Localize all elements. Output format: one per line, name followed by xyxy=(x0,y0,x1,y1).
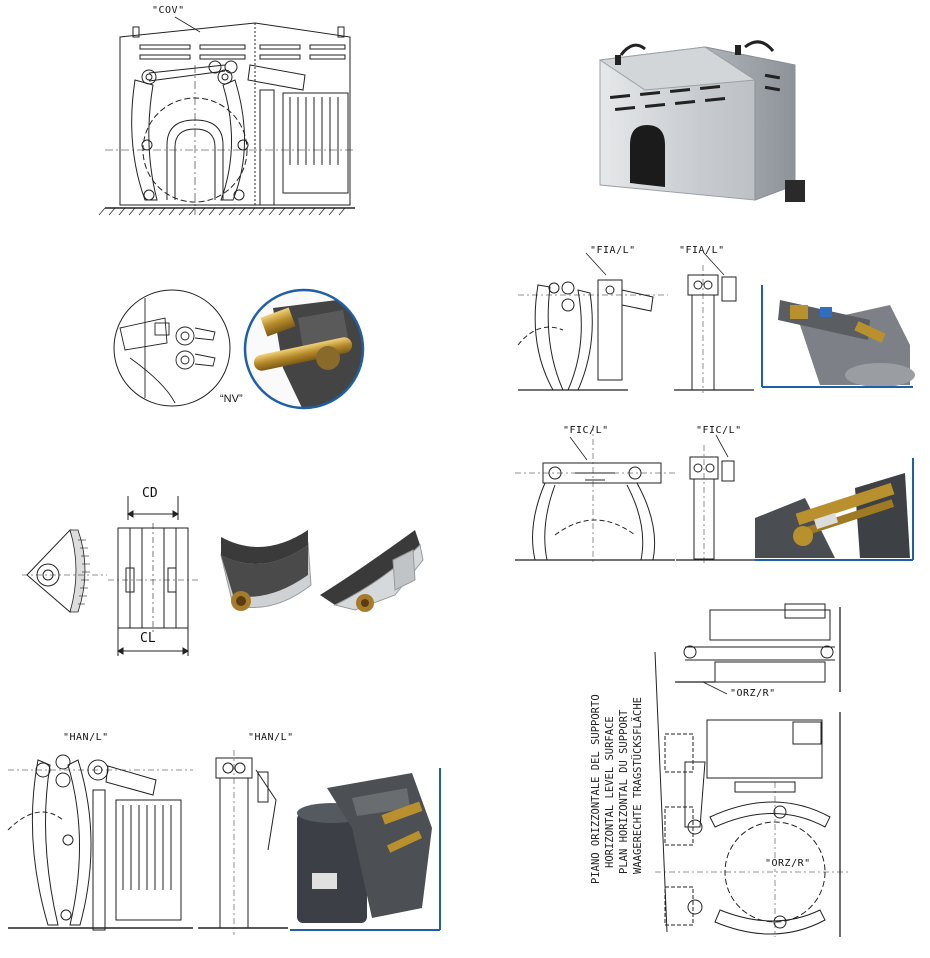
nv-detail-photo xyxy=(243,288,365,410)
fic-side-svg xyxy=(676,434,756,563)
label-fia-right: "FIA/L" xyxy=(679,245,725,256)
nv-detail-drawing xyxy=(105,288,240,408)
fic-photo-svg xyxy=(755,458,914,561)
fia-drawing-side: "FIA/L" xyxy=(674,245,754,395)
han-photo-svg xyxy=(290,768,441,931)
label-han-left: "HAN/L" xyxy=(63,732,109,743)
orz-drawing: "ORZ/R" "ORZ/R" xyxy=(654,602,850,942)
cov-photo-svg xyxy=(598,40,805,202)
cov-cover-drawing: "COV" xyxy=(98,5,355,225)
label-cl: CL xyxy=(140,631,156,646)
surface-text-line-3: PLAN HORIZONTAL DU SUPPORT xyxy=(618,709,630,874)
label-han-right: "HAN/L" xyxy=(248,732,294,743)
label-fic-left: "FIC/L" xyxy=(563,425,609,436)
label-nv: “NV” xyxy=(220,393,243,405)
fia-front-svg xyxy=(517,252,668,391)
shoe-front-svg xyxy=(22,529,107,613)
han-photo xyxy=(290,768,442,933)
nv-photo-svg xyxy=(243,288,365,410)
shoe-side-svg xyxy=(108,496,198,656)
fia-drawing-front: "FIA/L" xyxy=(517,245,668,395)
label-orz-mid: "ORZ/R" xyxy=(765,858,811,869)
orz-svg xyxy=(654,603,850,937)
shoe-side-drawing-cd-cl: CD CL xyxy=(108,486,198,658)
label-orz-top: "ORZ/R" xyxy=(730,688,776,699)
surface-text-line-2: HORIZONTAL LEVEL SURFACE xyxy=(604,716,616,868)
fic-photo xyxy=(755,458,915,563)
cov-cover-photo xyxy=(585,35,810,225)
shoe-photo-front-svg xyxy=(220,530,312,611)
fic-front-svg xyxy=(515,425,675,565)
label-fia-left: "FIA/L" xyxy=(590,245,636,256)
fia-photo-svg xyxy=(761,285,915,388)
han-side-svg xyxy=(198,750,288,935)
han-drawing-front: "HAN/L" xyxy=(7,730,193,940)
shoe-photo-front xyxy=(213,525,313,620)
label-cov: "COV" xyxy=(152,5,185,16)
shoe-photo-side xyxy=(315,525,425,620)
fia-side-svg xyxy=(674,252,754,393)
fia-photo xyxy=(760,285,915,390)
cov-drawing-svg xyxy=(98,16,355,216)
nv-drawing-svg xyxy=(113,289,231,407)
label-fic-right: "FIC/L" xyxy=(696,425,742,436)
fic-drawing-front: "FIC/L" xyxy=(515,425,675,565)
shoe-front-drawing xyxy=(22,520,107,620)
surface-text-line-4: WAAGERECHTE TRAGSTÜCKSFLÄCHE xyxy=(632,696,644,874)
label-cd: CD xyxy=(142,486,158,501)
han-drawing-side: "HAN/L" xyxy=(198,730,293,940)
shoe-photo-side-svg xyxy=(320,530,424,612)
fic-drawing-side: "FIC/L" xyxy=(676,425,756,565)
han-front-svg xyxy=(7,754,193,931)
surface-text-line-1: PIANO ORIZZONTALE DEL SUPPORTO xyxy=(590,694,602,884)
